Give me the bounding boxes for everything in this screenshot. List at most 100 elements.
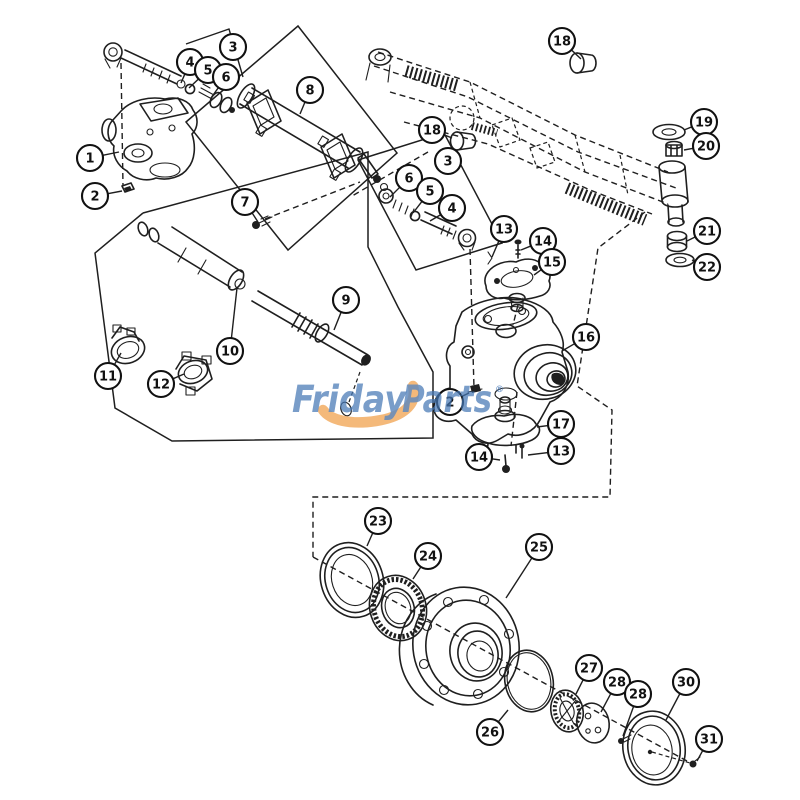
cap-30-mid — [626, 715, 682, 781]
tie-rod-end-ball — [103, 42, 123, 62]
callout-6: 6 — [389, 163, 424, 198]
svg-text:3: 3 — [228, 41, 237, 56]
svg-text:11: 11 — [99, 370, 117, 385]
logo-text-parts: Parts — [402, 378, 492, 421]
svg-text:28: 28 — [608, 676, 626, 691]
callout-14: 14 — [464, 442, 501, 472]
callout-16: 16 — [561, 322, 601, 352]
callout-14: 14 — [520, 226, 558, 256]
dashed-hub-axis — [312, 556, 699, 768]
svg-text:21: 21 — [698, 225, 716, 240]
hub-bolt-hole-8 — [478, 594, 490, 606]
bolt-13b-head — [519, 443, 525, 449]
bushing-18a-body — [576, 52, 597, 74]
callout-9: 9 — [331, 285, 361, 331]
dashed-axle-to-box — [351, 151, 429, 197]
dashed-bolt7-line — [264, 181, 361, 220]
callout-28: 28 — [622, 679, 653, 737]
callout-3: 3 — [185, 28, 248, 78]
logo-registered-mark: ® — [495, 385, 504, 395]
knuckle-16-center-bore — [495, 323, 517, 339]
logo-text-friday: Friday — [292, 378, 408, 421]
clamp-2-tab-a — [317, 135, 330, 148]
svg-text:17: 17 — [552, 418, 570, 433]
knuckle-housing-outline — [107, 97, 198, 181]
clamp-12-ring — [177, 359, 209, 385]
hub-bolt-hole-5 — [418, 658, 430, 670]
axle-spring-coil-right — [564, 182, 648, 226]
callout-22: 22 — [691, 252, 722, 282]
knuckle-boss — [123, 143, 153, 163]
oring-26-outer — [503, 649, 555, 713]
callout-24: 24 — [412, 541, 443, 580]
svg-text:13: 13 — [495, 223, 513, 238]
group-axle-beam — [365, 48, 695, 268]
barrel-line-b — [171, 226, 243, 273]
rod-tip-dark — [361, 354, 371, 366]
callout-31: 31 — [694, 724, 724, 762]
clamp-12-ring-inner — [183, 364, 203, 380]
seal-23-mid — [324, 546, 380, 614]
tie-rod-end-6b — [378, 188, 394, 204]
clamp-11-ring-inner — [116, 341, 140, 359]
cap-15-inner — [500, 270, 534, 288]
svg-text:18: 18 — [553, 35, 571, 50]
callout-20: 20 — [683, 131, 721, 161]
bolt-14a-head — [514, 239, 522, 245]
svg-text:19: 19 — [695, 116, 713, 131]
svg-text:2: 2 — [445, 396, 454, 411]
tube-4b-a — [420, 219, 453, 235]
callout-15: 15 — [533, 247, 567, 277]
callout-10: 10 — [215, 287, 245, 366]
svg-text:7: 7 — [240, 196, 249, 211]
axle-mount-circle — [449, 105, 475, 131]
svg-text:2: 2 — [90, 190, 99, 205]
svg-text:5: 5 — [203, 64, 212, 79]
callout-27: 27 — [574, 653, 604, 695]
callout-8: 8 — [295, 75, 325, 115]
rod-collar-end — [314, 323, 330, 343]
knuckle-16-hole-a — [483, 314, 493, 324]
hub-25-bore-2 — [457, 630, 499, 678]
callout-4: 4 — [429, 193, 467, 223]
plate-28 — [576, 702, 610, 744]
clamp-1-tab-b — [255, 124, 268, 137]
svg-text:20: 20 — [697, 140, 715, 155]
washer-19-hole — [661, 128, 677, 136]
hub-25-sidewall — [398, 593, 437, 706]
svg-text:6: 6 — [404, 172, 413, 187]
cap-30-inner — [631, 724, 673, 776]
svg-text:22: 22 — [698, 261, 716, 276]
knuckle-arm-hole — [461, 345, 475, 359]
clamp-12-tab-a — [181, 351, 192, 361]
knuckle-bottom-flange — [149, 162, 181, 178]
clamp-12-body — [175, 355, 213, 392]
callout-11: 11 — [93, 352, 123, 391]
axle-clevis-hole — [374, 52, 386, 62]
tie-rod-end-6b-inner — [382, 192, 390, 200]
svg-text:6: 6 — [221, 71, 230, 86]
bolt-14a-shaft — [515, 244, 521, 259]
bolt-7-head — [252, 221, 260, 229]
svg-text:1: 1 — [85, 152, 94, 167]
callout-5: 5 — [412, 176, 445, 214]
svg-text:25: 25 — [530, 541, 548, 556]
knuckle-bottom-boss — [494, 387, 518, 401]
dashed-stud-line-left — [120, 62, 124, 187]
outline-box-tie-rod-group — [356, 132, 504, 271]
svg-text:16: 16 — [577, 331, 595, 346]
cylinder-barrel-b — [251, 87, 361, 153]
axle-mount-pad — [491, 117, 521, 148]
callout-23: 23 — [363, 506, 393, 547]
barrel-ear-a — [137, 221, 149, 237]
hub-25-flange — [425, 599, 511, 697]
svg-text:9: 9 — [341, 294, 350, 309]
axle-rib-2 — [574, 134, 586, 173]
outline-box-rod-group — [94, 151, 434, 442]
barrel-seg-2 — [197, 259, 207, 275]
cylinder-cap-left — [236, 83, 256, 109]
bolt-14b-head — [502, 465, 510, 473]
bushing-18b-body — [456, 131, 477, 151]
knuckle-hole-b — [146, 128, 154, 136]
